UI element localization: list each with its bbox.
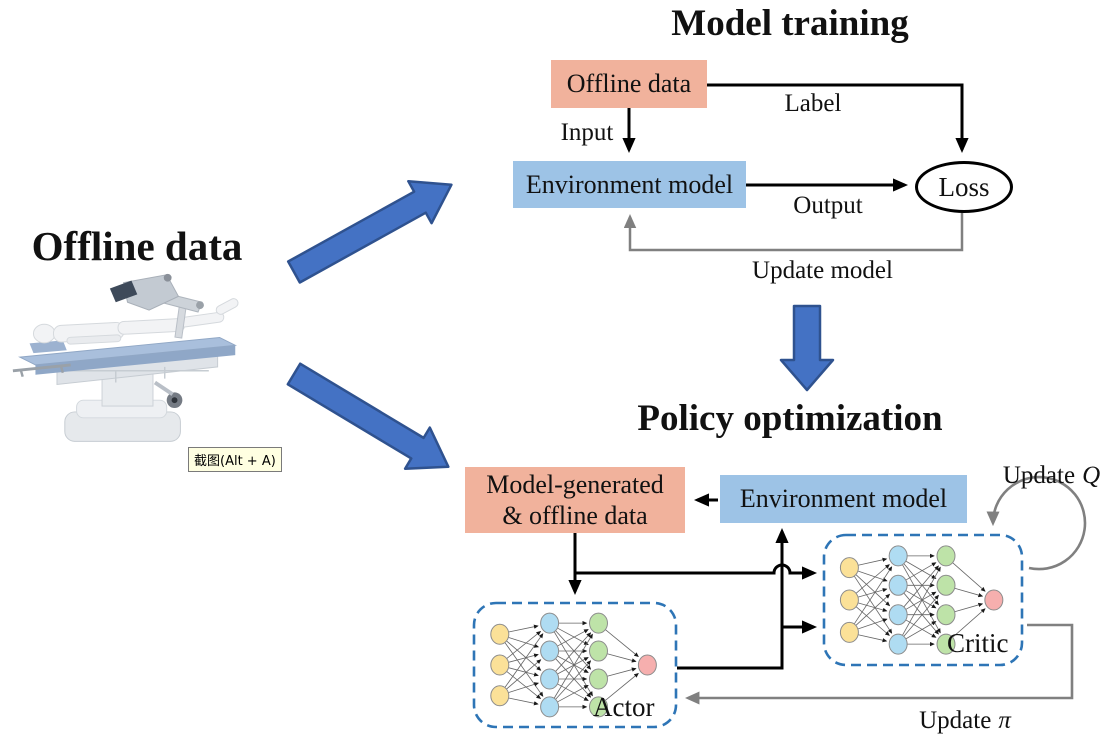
update-pi-arrow: [684, 623, 1074, 705]
update-q-loop-arrow: [986, 475, 1087, 571]
actor-label: Actor: [593, 692, 655, 722]
model-generated-data-box: Model-generated & offline data: [465, 467, 685, 533]
policy-optimization-title: Policy optimization: [637, 398, 943, 439]
loss-label: Loss: [938, 171, 990, 202]
offline-data-heading: Offline data: [31, 223, 243, 269]
patient-mannequin: [32, 298, 239, 345]
actor-output-to-envmodel-arrow: [677, 528, 789, 670]
block-arrow-to-model-training: [286, 179, 453, 284]
update-model-edge-label: Update model: [752, 257, 893, 284]
label-arrow: [707, 83, 969, 153]
critic-network: [839, 545, 1004, 655]
actor-network: [490, 612, 657, 718]
update-pi-symbol: π: [998, 707, 1011, 734]
actor-frame: [472, 601, 678, 729]
output-edge-label: Output: [793, 192, 863, 219]
critic-frame: [822, 533, 1024, 667]
device-table-front: [35, 345, 236, 375]
device-table-top: [18, 336, 238, 366]
critic-label: Critic: [947, 628, 1009, 658]
update-model-arrow: [623, 209, 964, 252]
model-training-title: Model training: [671, 3, 909, 44]
model-generated-data-line1: Model-generated: [486, 469, 664, 499]
model-generated-data-line2: & offline data: [502, 501, 648, 530]
medical-device-illustration: [12, 273, 239, 442]
loss-node: Loss: [915, 161, 1013, 213]
update-pi-prefix: Update: [919, 707, 992, 734]
data-to-critic-arrow: [575, 563, 817, 580]
update-q-symbol: Q: [1082, 462, 1101, 489]
screenshot-tooltip: 截图(Alt + A): [188, 447, 282, 472]
device-screen: [109, 280, 138, 303]
offline-data-box: Offline data: [551, 60, 707, 108]
overhead-imaging-arm: [109, 273, 204, 339]
environment-model-box-bottom: Environment model: [720, 475, 967, 523]
block-arrow-down: [779, 304, 835, 392]
block-arrow-to-policy-optimization: [286, 362, 450, 470]
input-edge-label: Input: [560, 119, 614, 146]
environment-model-top-label: Environment model: [525, 169, 734, 199]
label-edge-label: Label: [784, 90, 842, 117]
offline-data-box-label: Offline data: [566, 69, 692, 99]
device-pillow: [29, 340, 67, 354]
environment-model-bottom-label: Environment model: [739, 484, 948, 514]
environment-model-box-top: Environment model: [513, 161, 746, 208]
update-q-prefix: Update: [1002, 462, 1076, 489]
